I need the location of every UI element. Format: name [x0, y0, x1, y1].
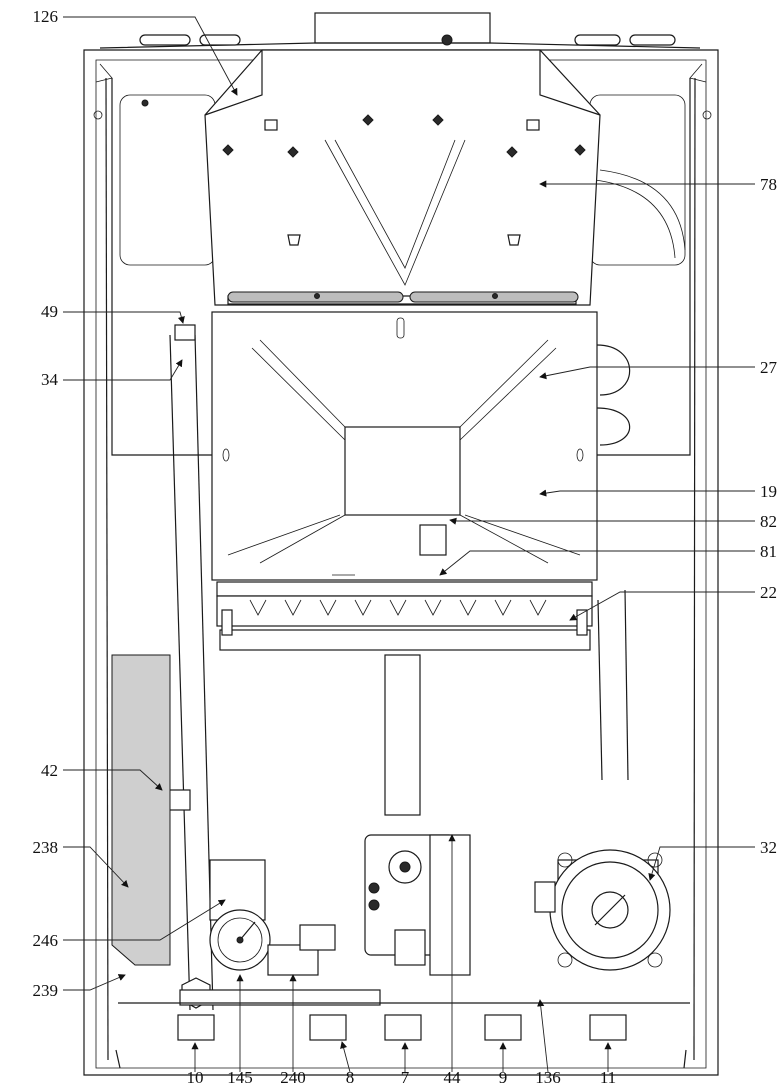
callout-136: 136 — [535, 1068, 561, 1086]
callout-145: 145 — [227, 1068, 253, 1086]
callout-238: 238 — [33, 838, 59, 857]
callout-labels: 126 49 34 42 238 246 239 78 27 19 82 81 … — [33, 7, 778, 1086]
callout-246: 246 — [33, 931, 59, 950]
callout-82: 82 — [760, 512, 777, 531]
callout-240: 240 — [280, 1068, 306, 1086]
leader-lines — [63, 16, 755, 1073]
top-mounting-bracket — [99, 12, 701, 49]
back-panel — [111, 78, 691, 456]
callout-44: 44 — [444, 1068, 462, 1086]
right-pipework — [596, 344, 631, 781]
callout-81: 81 — [760, 542, 777, 561]
bottom-left-valves — [179, 859, 381, 1009]
callout-239: 239 — [33, 981, 59, 1000]
callout-27: 27 — [760, 358, 778, 377]
callout-42: 42 — [41, 761, 58, 780]
callout-126: 126 — [33, 7, 59, 26]
heat-exchanger — [211, 311, 598, 581]
callout-7: 7 — [401, 1068, 410, 1086]
callout-8: 8 — [346, 1068, 355, 1086]
pump — [534, 849, 671, 971]
callout-10: 10 — [187, 1068, 204, 1086]
left-pipework — [111, 324, 214, 1011]
burner-assembly — [216, 581, 593, 651]
flue-hood — [204, 49, 601, 306]
gas-valve — [364, 654, 471, 976]
bottom-connectors — [118, 1002, 690, 1041]
callout-22: 22 — [760, 583, 777, 602]
callout-19: 19 — [760, 482, 777, 501]
callout-9: 9 — [499, 1068, 508, 1086]
callout-32: 32 — [760, 838, 777, 857]
callout-49: 49 — [41, 302, 58, 321]
callout-11: 11 — [600, 1068, 616, 1086]
callout-34: 34 — [41, 370, 59, 389]
callout-78: 78 — [760, 175, 777, 194]
